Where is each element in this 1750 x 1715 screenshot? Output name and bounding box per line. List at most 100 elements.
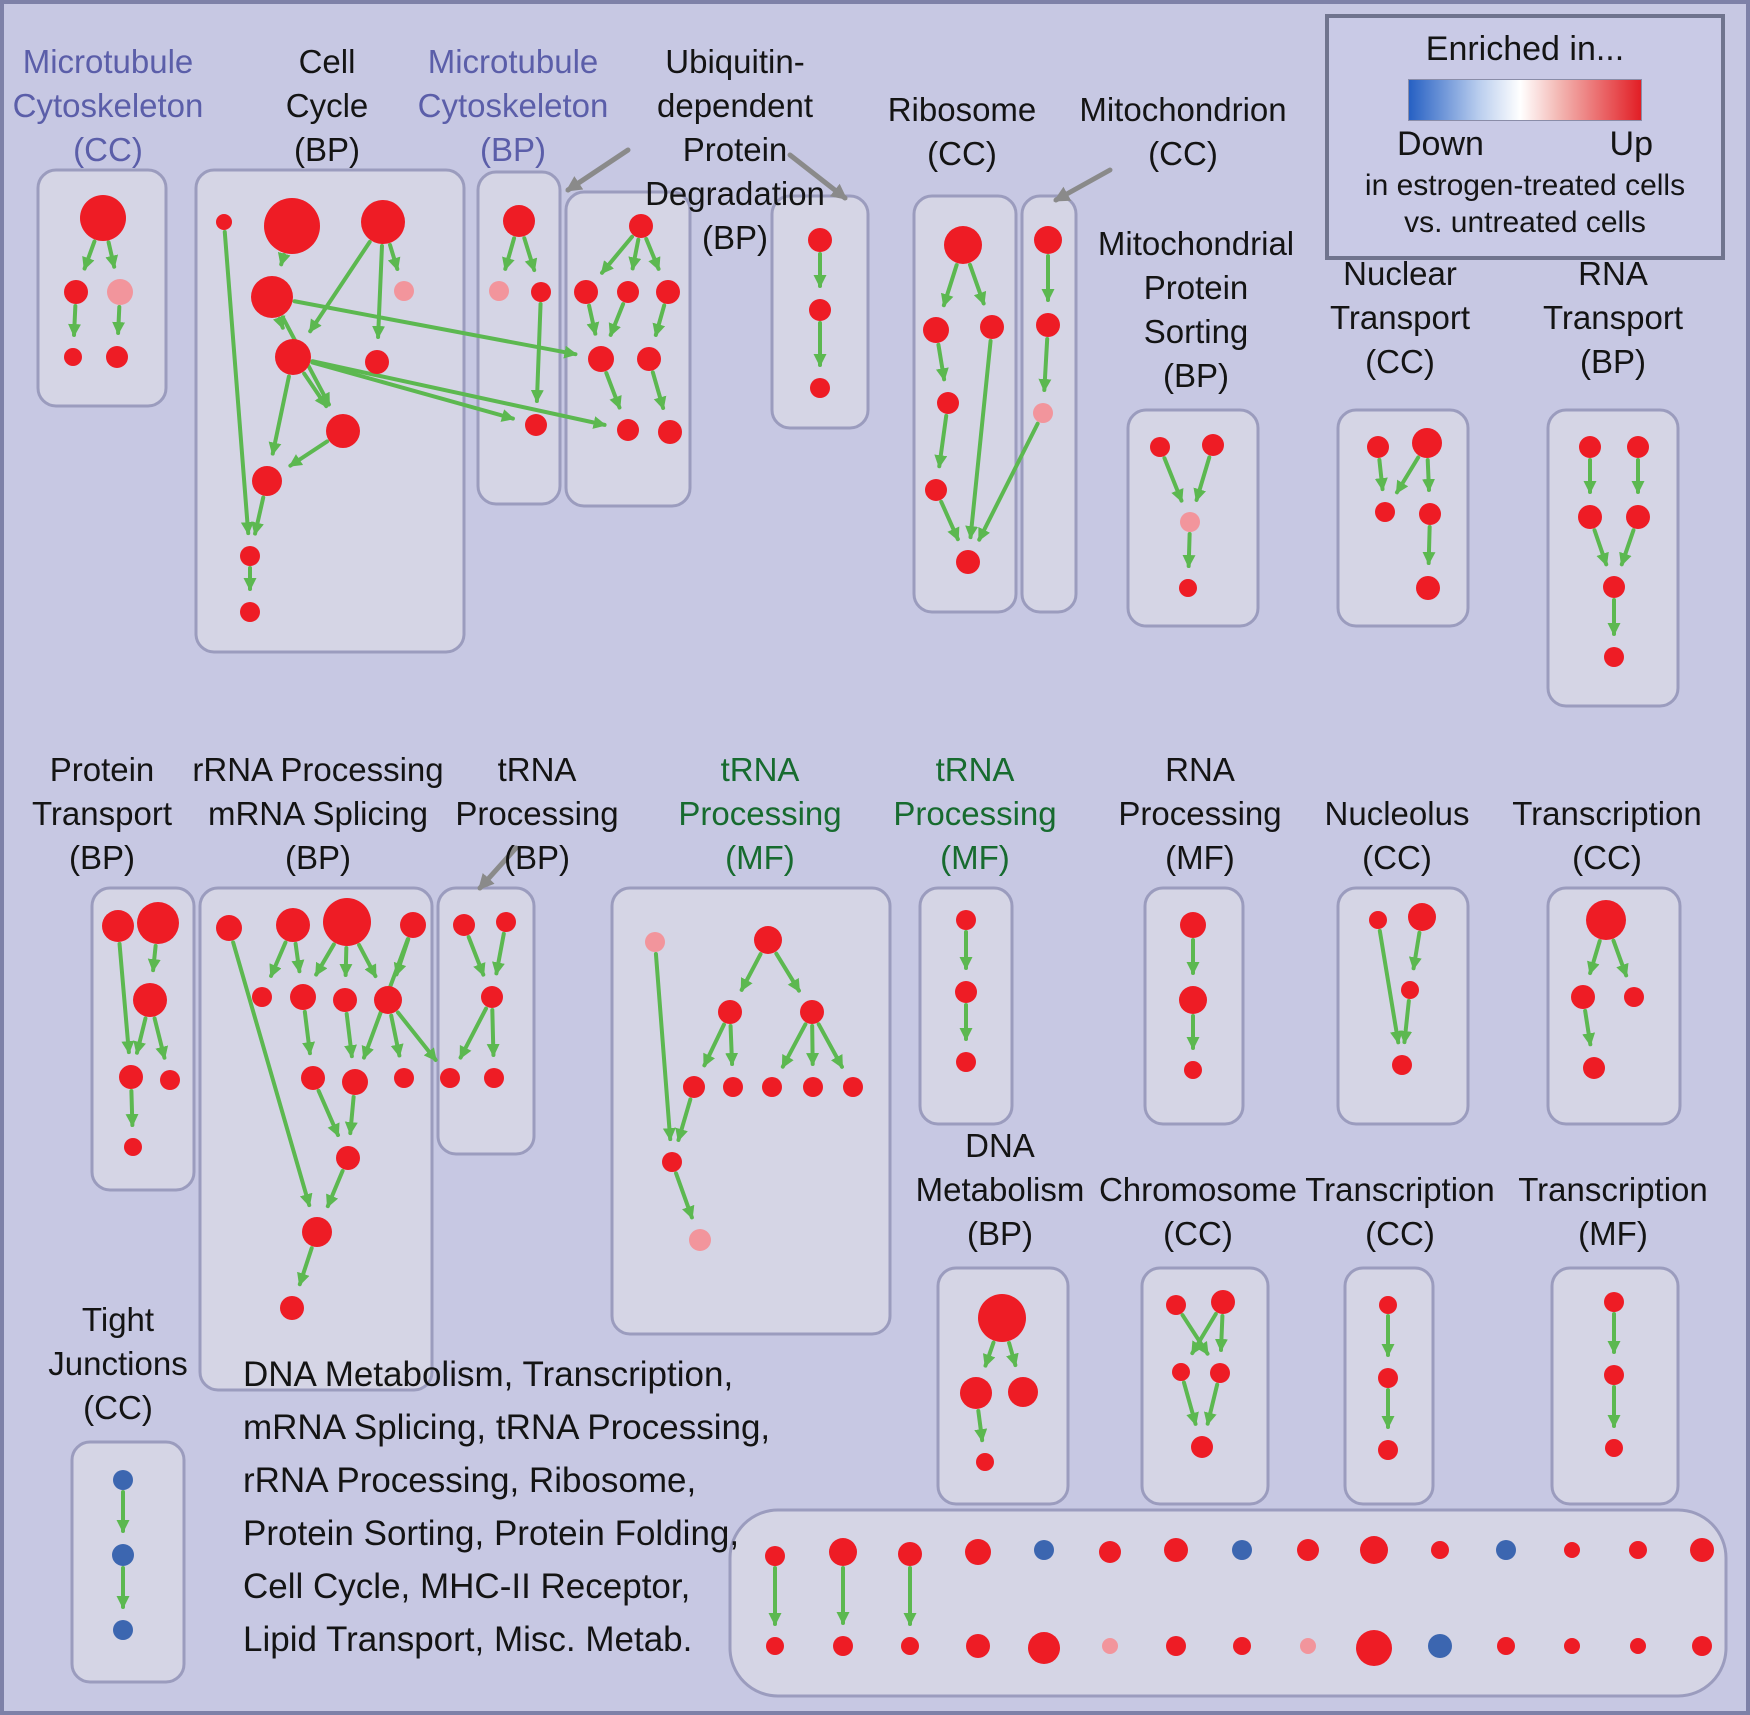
edge-tm10-tm11 [674, 1171, 695, 1220]
edge-ubi1-ubi4 [644, 236, 661, 271]
node-rt5 [1603, 576, 1625, 598]
node-mtcc5 [106, 346, 128, 368]
legend-subtitle-line1: in estrogen-treated cells [1364, 169, 1686, 202]
edge-cc2-cc4 [277, 251, 291, 267]
edge-mps2-mps3 [1193, 455, 1212, 502]
group-box-chromosome [1140, 1266, 1270, 1506]
legend: Enriched in... Down Up in estrogen-treat… [1325, 14, 1725, 260]
edge-pt3-pt6 [152, 1016, 169, 1060]
node-tca3 [1624, 987, 1644, 1007]
node-ubi8 [658, 420, 682, 444]
edge-cc6-ubi7 [310, 359, 607, 429]
node-tca4 [1583, 1057, 1605, 1079]
node-dm4 [976, 1453, 994, 1471]
node-bt4 [965, 1539, 991, 1565]
node-rr10 [342, 1069, 368, 1095]
node-tcb1 [1379, 1296, 1397, 1314]
group-box-mt_cc [36, 168, 168, 408]
group-box-transcription_cc_a [1546, 886, 1682, 1126]
edge-cc4-ubi5 [292, 299, 578, 359]
node-bb15 [1692, 1636, 1712, 1656]
group-box-dna_metab [936, 1266, 1070, 1506]
node-bt6 [1099, 1541, 1121, 1563]
group-box-prot_transport [90, 886, 196, 1192]
node-cc8 [326, 414, 360, 448]
node-tm2 [754, 926, 782, 954]
node-ubb3 [810, 378, 830, 398]
edge-rt3-rt5 [1592, 528, 1609, 567]
node-tmf1 [1604, 1292, 1624, 1312]
edge-cc3-cc7 [372, 243, 386, 340]
node-cc5 [394, 281, 414, 301]
node-ubb2 [809, 299, 831, 321]
edge-tm4-tm9 [816, 1022, 844, 1069]
node-bb1 [766, 1637, 784, 1655]
edge-rr8-rr11 [389, 1013, 404, 1058]
edge-rib2-rib4 [935, 342, 949, 382]
node-cc1 [216, 214, 232, 230]
nodes-layer [64, 195, 1714, 1666]
edge-ubi6-ubi8 [650, 370, 667, 410]
node-ubi5 [588, 346, 614, 372]
group-box-rna_transport [1546, 408, 1680, 708]
node-bb10 [1356, 1630, 1392, 1666]
node-tcb3 [1378, 1440, 1398, 1460]
node-nuc2 [1408, 903, 1436, 931]
edge-rr1-rr13 [231, 940, 313, 1208]
node-rib5 [925, 479, 947, 501]
node-bt13 [1564, 1542, 1580, 1558]
group-box-trna_bp [436, 886, 536, 1156]
edge-dm1-dm2 [982, 1340, 996, 1368]
edge-tca2-tca4 [1582, 1008, 1596, 1047]
node-rp1 [1180, 912, 1206, 938]
legend-down-label: Down [1397, 125, 1484, 163]
node-pt3 [133, 983, 167, 1017]
edge-trb3-trb5 [486, 1007, 500, 1058]
node-dm1 [978, 1294, 1026, 1342]
annotation-arrows-layer [477, 147, 1113, 891]
node-ubi4 [656, 280, 680, 304]
edge-pt2-pt3 [147, 943, 161, 973]
edge-tm1-tm10 [653, 951, 676, 1142]
node-cc2 [264, 198, 320, 254]
edge-rr7-rr10 [344, 1011, 357, 1059]
node-rp2 [1179, 986, 1207, 1014]
edge-rib1-rib3 [968, 262, 987, 306]
group-box-trna_mf_a [610, 886, 892, 1336]
node-bb4 [966, 1634, 990, 1658]
node-rr14 [280, 1296, 304, 1320]
node-tm6 [723, 1077, 743, 1097]
node-pt1 [102, 910, 134, 942]
node-bt1 [765, 1546, 785, 1566]
node-bb14 [1630, 1638, 1646, 1654]
node-bt15 [1690, 1538, 1714, 1562]
node-tmf3 [1605, 1439, 1623, 1457]
edge-tm2-tm4 [774, 951, 801, 993]
node-tm7 [762, 1077, 782, 1097]
node-tm9 [843, 1077, 863, 1097]
edge-rr12-rr13 [325, 1168, 345, 1209]
edge-trb3-trb4 [458, 1006, 489, 1060]
edge-rr2-rr6 [291, 941, 305, 974]
node-bb8 [1233, 1637, 1251, 1655]
node-rr4 [400, 912, 426, 938]
node-bt11 [1431, 1541, 1449, 1559]
node-rr6 [290, 984, 316, 1010]
edge-mtcc1-mtcc3 [105, 240, 119, 269]
node-pt4 [119, 1065, 143, 1089]
node-nt5 [1416, 576, 1440, 600]
node-tm8 [803, 1077, 823, 1097]
edge-mit2-mit3 [1038, 336, 1052, 393]
edge-tm2-tm3 [739, 952, 763, 992]
node-trb4 [440, 1068, 460, 1088]
node-ubb1 [808, 228, 832, 252]
edge-cc1-cc10 [222, 229, 254, 536]
node-bb7 [1166, 1636, 1186, 1656]
node-bt10 [1360, 1536, 1388, 1564]
node-mbp3 [531, 282, 551, 302]
node-ubi6 [637, 347, 661, 371]
node-tj3 [113, 1620, 133, 1640]
node-trb1 [453, 914, 475, 936]
group-box-nucleolus [1336, 886, 1470, 1126]
